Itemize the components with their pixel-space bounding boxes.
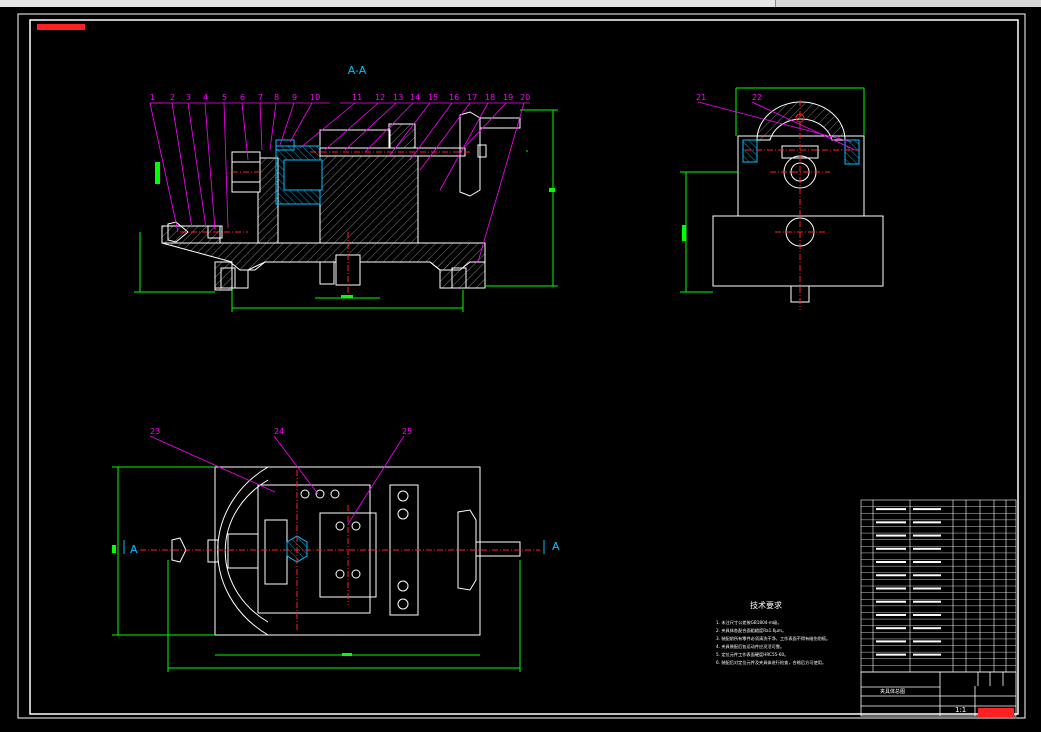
- parts-list-rows: [861, 506, 1016, 666]
- tech-req-lines: 1. 未注尺寸公差按GB1804-m级。 2. 夹具体各配合面粗糙度Ra1.6μ…: [716, 619, 830, 666]
- svg-text:19: 19: [503, 93, 513, 102]
- plan-view: A A 23 24 25: [112, 427, 560, 672]
- parts-row-text-bar: [876, 613, 906, 616]
- parts-row-text-bar: [913, 613, 941, 616]
- svg-text:7: 7: [258, 93, 263, 102]
- svg-text:1. 未注尺寸公差按GB1804-m级。: 1. 未注尺寸公差按GB1804-m级。: [716, 619, 781, 626]
- parts-row-text-bar: [913, 600, 941, 603]
- toolbar-segment[interactable]: [650, 0, 776, 7]
- svg-text:6: 6: [240, 93, 245, 102]
- side-view: 21 22: [680, 87, 884, 310]
- svg-text:8: 8: [274, 93, 279, 102]
- svg-text:23: 23: [150, 427, 160, 436]
- svg-text:A: A: [552, 540, 560, 553]
- main-body-section: [319, 154, 419, 244]
- balloon-numbers-side: 21 22: [696, 93, 762, 102]
- parts-row-text-bar: [876, 627, 906, 630]
- svg-text:5: 5: [222, 93, 227, 102]
- balloon-leaders-side: [697, 101, 856, 151]
- svg-text:14: 14: [410, 93, 420, 102]
- balloon-leaders: [149, 102, 530, 263]
- parts-row-text-bar: [876, 574, 906, 577]
- plan-base: [214, 466, 481, 636]
- parts-row-text-bar: [913, 640, 941, 643]
- parts-row-text-bar: [913, 521, 941, 524]
- title-block-name: 夹具体总图: [880, 688, 905, 695]
- balloon-numbers-top: 1 2 3 4 5 6 7 8 9 10 11 12 13 14 15 16 1…: [150, 93, 530, 102]
- drawing-number-box: [37, 24, 85, 30]
- svg-text:20: 20: [520, 93, 530, 102]
- balloon-leaders-plan: [149, 435, 405, 525]
- section-view-a-a: A-A: [134, 64, 558, 312]
- parts-row-text-bar: [913, 508, 941, 511]
- svg-text:2: 2: [170, 93, 175, 102]
- drawing-frame: [17, 13, 1026, 719]
- parts-row-text-bar: [913, 587, 941, 590]
- svg-text:4. 夹具装配后各运动件应灵活可靠。: 4. 夹具装配后各运动件应灵活可靠。: [716, 643, 784, 650]
- svg-text:11: 11: [352, 93, 362, 102]
- title-block-scale: 1:1: [955, 706, 966, 714]
- svg-text:4: 4: [203, 93, 208, 102]
- svg-text:17: 17: [467, 93, 477, 102]
- svg-text:1: 1: [150, 93, 155, 102]
- tech-req-title: 技术要求: [750, 600, 782, 610]
- svg-text:18: 18: [485, 93, 495, 102]
- parts-row-text-bar: [876, 640, 906, 643]
- parts-row-text-bar: [876, 587, 906, 590]
- svg-text:5. 定位元件工作表面硬度HRC55-60。: 5. 定位元件工作表面硬度HRC55-60。: [716, 651, 788, 658]
- balloon-numbers-plan: 23 24 25: [150, 427, 412, 436]
- parts-row-text-bar: [876, 561, 906, 564]
- side-body: [737, 135, 865, 217]
- parts-row-text-bar: [913, 653, 941, 656]
- svg-text:A: A: [130, 543, 138, 556]
- svg-text:16: 16: [449, 93, 459, 102]
- title-block: [860, 671, 1017, 717]
- parts-row-text-bar: [876, 547, 906, 550]
- parts-row-text-bar: [913, 534, 941, 537]
- svg-text:10: 10: [310, 93, 320, 102]
- handwheel-section: [459, 111, 481, 197]
- svg-text:25: 25: [402, 427, 412, 436]
- technical-requirements: 技术要求 1. 未注尺寸公差按GB1804-m级。 2. 夹具体各配合面粗糙度R…: [716, 600, 830, 666]
- parts-row-text-bar: [876, 508, 906, 511]
- parts-row-text-bar: [876, 521, 906, 524]
- svg-text:13: 13: [393, 93, 403, 102]
- svg-text:21: 21: [696, 93, 706, 102]
- parts-row-text-bar: [913, 627, 941, 630]
- parts-row-text-bar: [876, 653, 906, 656]
- side-base: [712, 215, 884, 287]
- svg-text:3: 3: [186, 93, 191, 102]
- svg-text:2. 夹具体各配合面粗糙度Ra1.6μm。: 2. 夹具体各配合面粗糙度Ra1.6μm。: [716, 627, 786, 634]
- parts-row-text-bar: [876, 534, 906, 537]
- svg-text:22: 22: [752, 93, 762, 102]
- svg-text:15: 15: [428, 93, 438, 102]
- parts-row-text-bar: [913, 574, 941, 577]
- parts-row-text-bar: [913, 547, 941, 550]
- dimension-lines: [134, 109, 558, 312]
- title-block-stamp: [978, 708, 1014, 717]
- parts-row-text-bar: [876, 600, 906, 603]
- section-marks: A A: [130, 540, 560, 556]
- svg-text:6. 装配后对定位元件及夹具体进行检查，合格后方可使用。: 6. 装配后对定位元件及夹具体进行检查，合格后方可使用。: [716, 659, 826, 666]
- svg-text:24: 24: [274, 427, 284, 436]
- section-label: A-A: [348, 64, 367, 77]
- svg-text:3. 装配前所有零件必须清洗干净，工作表面不得有碰伤划痕。: 3. 装配前所有零件必须清洗干净，工作表面不得有碰伤划痕。: [716, 635, 830, 642]
- svg-text:9: 9: [292, 93, 297, 102]
- app-toolbar-strip: [0, 0, 1041, 7]
- parts-row-text-bar: [913, 561, 941, 564]
- svg-text:12: 12: [375, 93, 385, 102]
